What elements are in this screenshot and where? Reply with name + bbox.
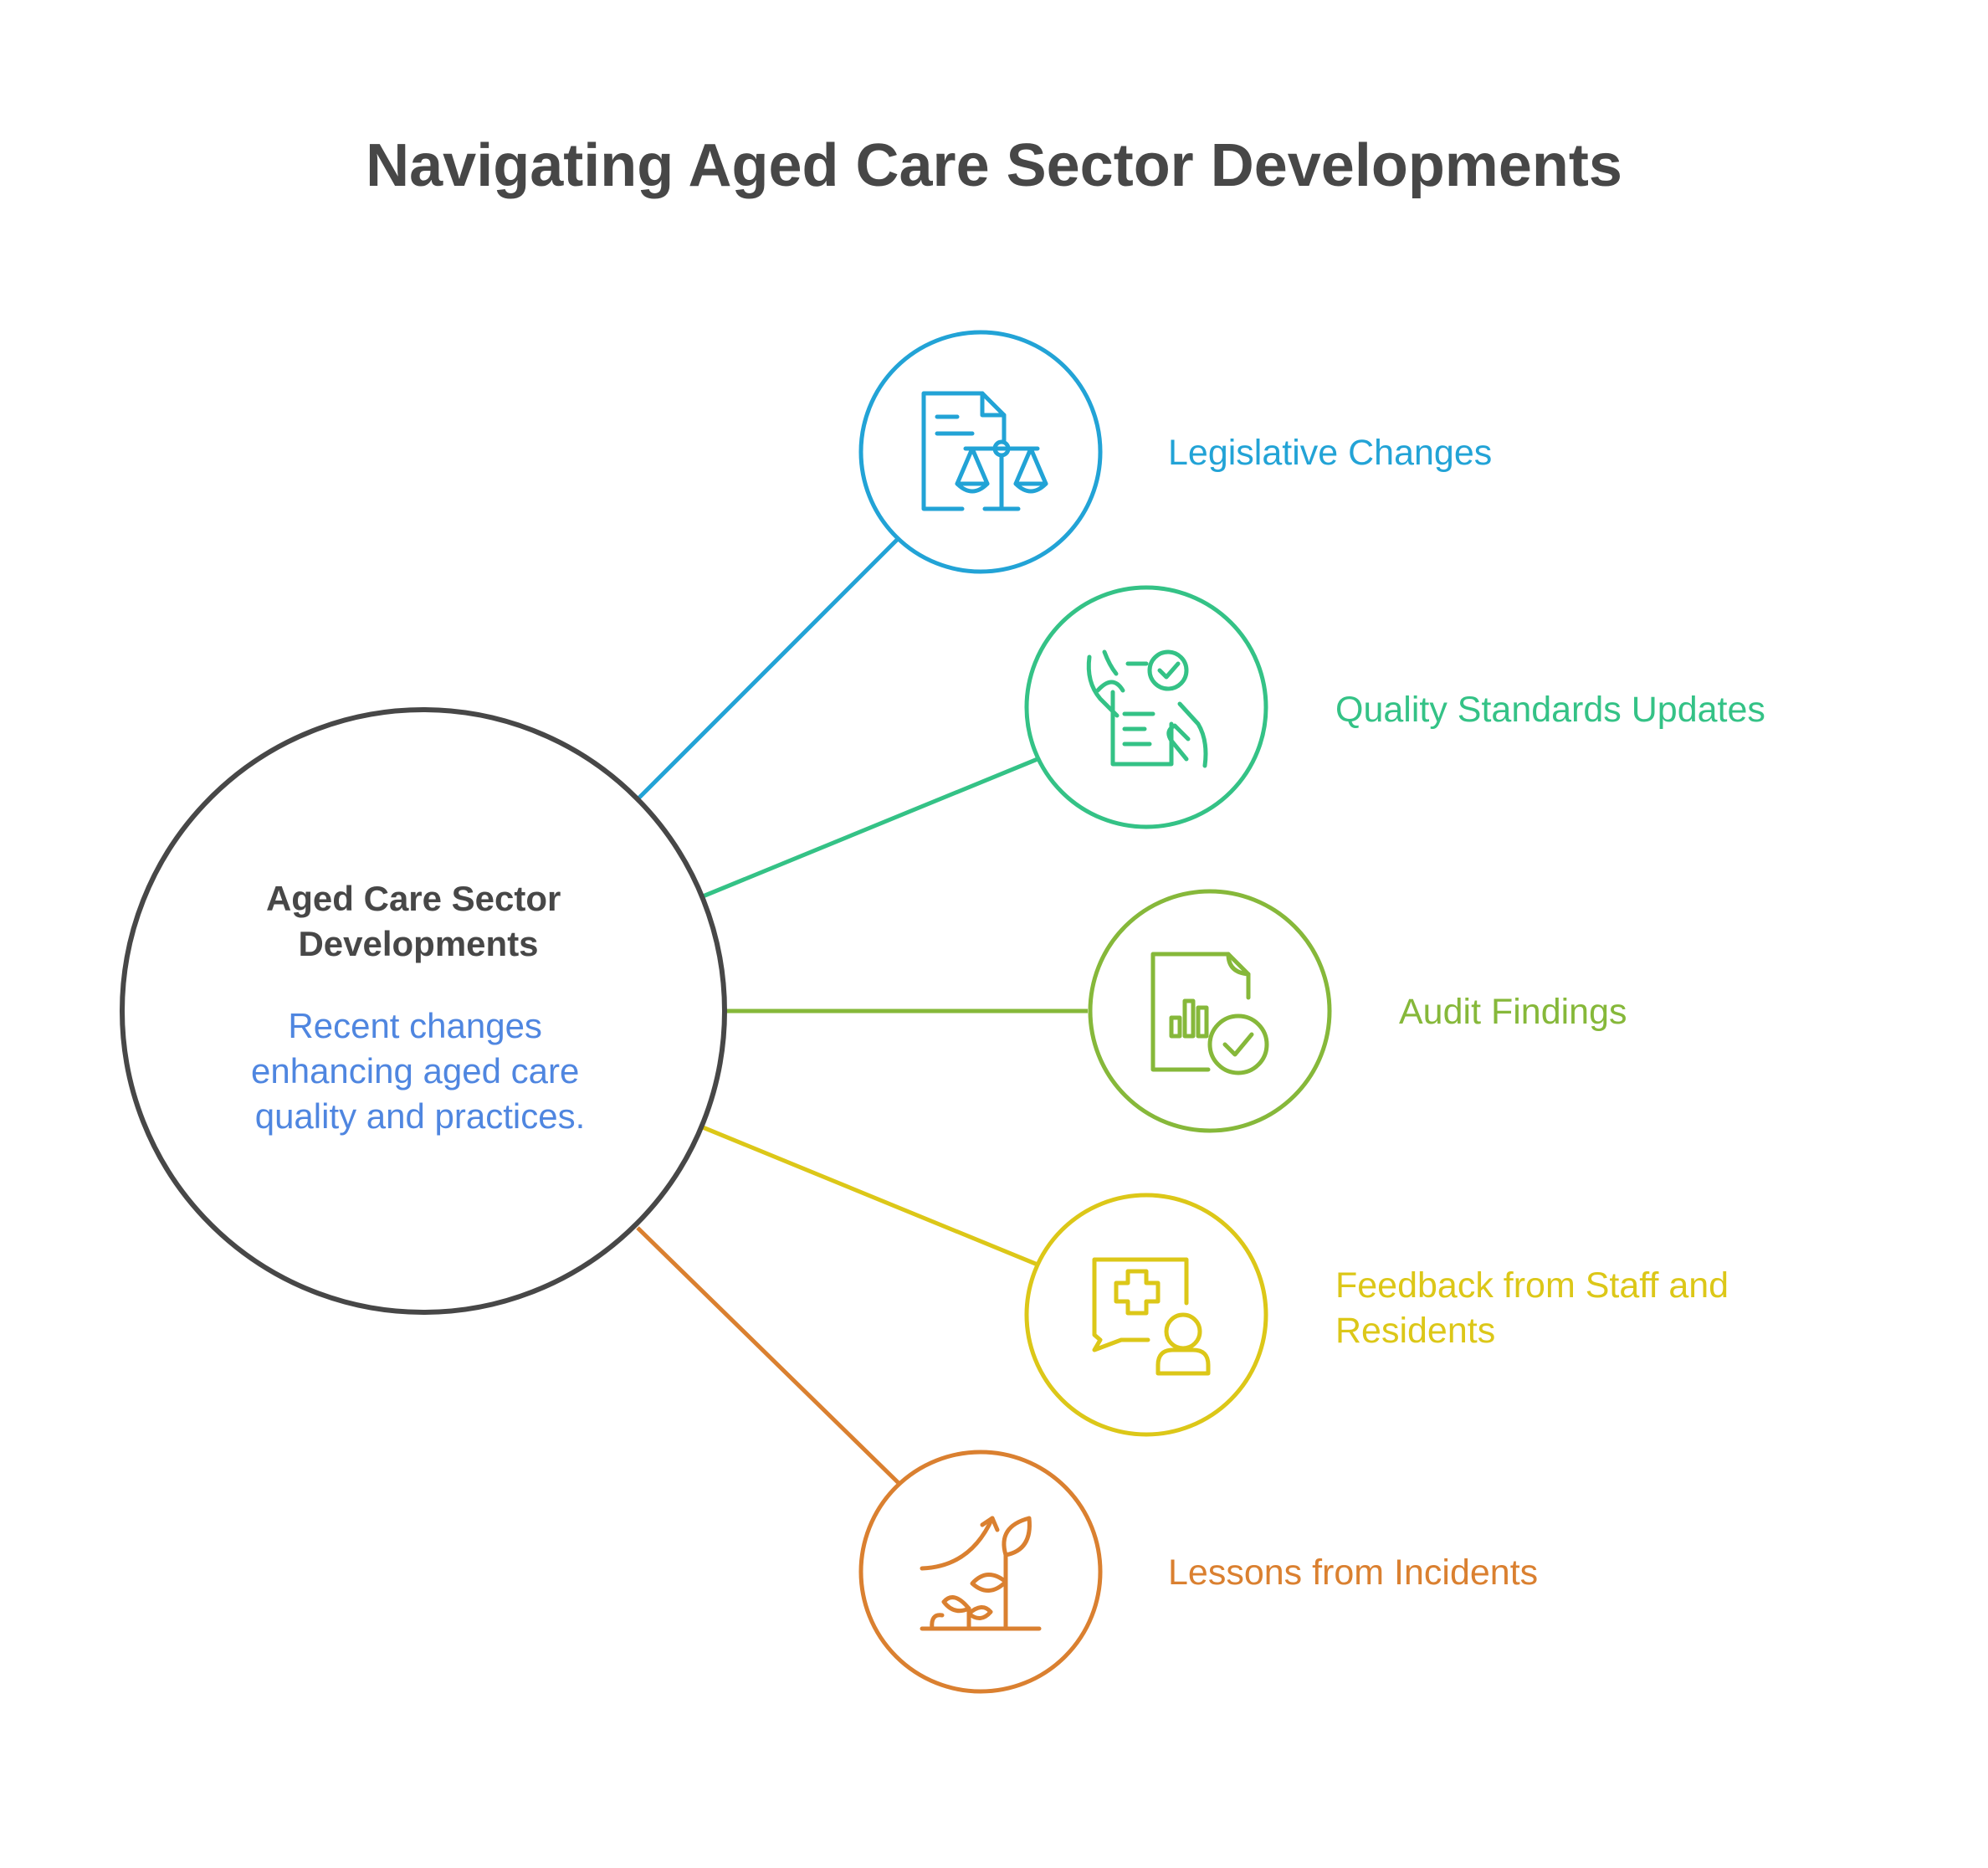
connector-line-legislative [636,535,902,801]
hub-description-line-1: Recent changes [288,1006,542,1045]
branch-circle-audit [1088,889,1332,1133]
legal-document-scales-icon [921,391,1048,511]
branch-label-legislative-line-1: Legislative Changes [1168,433,1492,473]
branch-legislative-changes: Legislative Changes [858,330,1492,574]
hub-node: Aged Care Sector Developments Recent cha… [120,707,727,1315]
hub-description-line-3: quality and practices. [255,1096,586,1136]
branch-label-audit: Audit Findings [1399,992,1627,1032]
branch-label-quality: Quality Standards Updates [1335,690,1765,730]
branch-circle-lessons [858,1450,1103,1694]
connector-line-feedback [702,1125,1038,1267]
growing-plant-arrow-icon [920,1516,1042,1631]
bar-chart-document-check-icon [1150,952,1269,1075]
hub-circle [120,707,727,1315]
branch-quality-standards-updates: Quality Standards Updates [1024,585,1765,829]
branch-label-legislative: Legislative Changes [1168,433,1492,473]
branch-label-feedback-line-1: Feedback from Staff and [1335,1265,1729,1306]
connector-line-quality [702,757,1038,899]
branch-label-audit-line-1: Audit Findings [1399,992,1627,1032]
branch-label-lessons: Lessons from Incidents [1168,1552,1538,1593]
connector-lines [636,535,1088,1486]
hub-description-line-2: enhancing aged care [251,1051,579,1091]
medical-chat-person-icon [1092,1257,1211,1376]
branch-circle-legislative [858,330,1103,574]
hub-title-line-1: Aged Care Sector [266,879,561,918]
branch-lessons-from-incidents: Lessons from Incidents [858,1450,1538,1694]
branch-circle-quality [1024,585,1268,829]
branch-feedback-staff-residents: Feedback from Staff and Residents [1024,1193,1739,1437]
hub-title-line-2: Developments [298,924,538,963]
branch-label-lessons-line-1: Lessons from Incidents [1168,1552,1538,1593]
hub-title: Aged Care Sector Developments [266,879,571,963]
branch-label-quality-line-1: Quality Standards Updates [1335,690,1765,730]
branch-label-feedback: Feedback from Staff and Residents [1335,1265,1739,1351]
connector-line-lessons [636,1226,902,1486]
hub-description: Recent changes enhancing aged care quali… [251,1006,589,1136]
branch-audit-findings: Audit Findings [1088,889,1627,1133]
document-checkmark-hands-icon [1086,649,1208,768]
branch-label-feedback-line-2: Residents [1335,1311,1495,1351]
page-title: Navigating Aged Care Sector Developments [366,132,1622,199]
